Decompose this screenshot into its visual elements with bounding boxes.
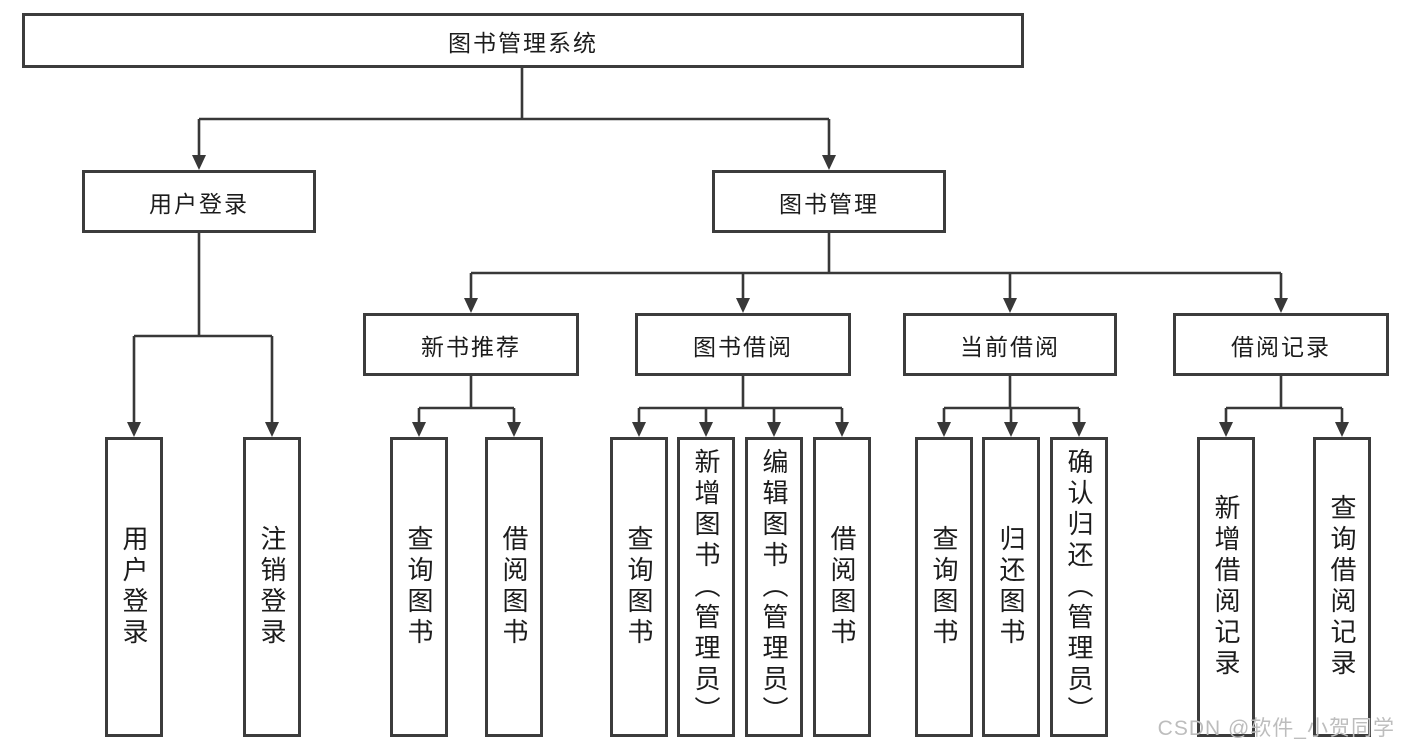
node-root: 图书管理系统 [22,13,1024,68]
node-book-borrow-label: 图书借阅 [693,333,793,360]
watermark: CSDN @软件_小贺同学 [1157,717,1395,740]
node-root-label: 图书管理系统 [448,29,598,56]
leaf-borrow-books: 借阅图书 [813,437,871,737]
leaf-query-books-recommend: 查询图书 [390,437,448,737]
node-new-book-recommend: 新书推荐 [363,313,579,376]
leaf-logout-label: 注销登录 [257,525,287,649]
node-borrow-records: 借阅记录 [1173,313,1389,376]
node-book-management: 图书管理 [712,170,946,233]
arrowheads [127,155,1349,437]
leaf-edit-book-admin: 编辑图书（管理员） [745,437,803,737]
node-new-book-recommend-label: 新书推荐 [421,333,521,360]
node-book-borrow: 图书借阅 [635,313,851,376]
leaf-confirm-return-admin-label: 确认归还（管理员） [1064,447,1094,727]
node-current-borrow: 当前借阅 [903,313,1117,376]
leaf-borrow-books-recommend-label: 借阅图书 [499,525,529,649]
leaf-return-books-label: 归还图书 [996,525,1026,649]
leaf-query-books-recommend-label: 查询图书 [404,525,434,649]
leaf-user-login: 用户登录 [105,437,163,737]
leaf-logout: 注销登录 [243,437,301,737]
node-borrow-records-label: 借阅记录 [1231,333,1331,360]
leaf-user-login-label: 用户登录 [119,525,149,649]
leaf-borrow-books-label: 借阅图书 [827,525,857,649]
leaf-query-borrow-record: 查询借阅记录 [1313,437,1371,737]
node-book-management-label: 图书管理 [779,190,879,217]
leaf-add-borrow-record: 新增借阅记录 [1197,437,1255,737]
node-user-login: 用户登录 [82,170,316,233]
leaf-edit-book-admin-label: 编辑图书（管理员） [759,447,789,727]
leaf-query-books-current: 查询图书 [915,437,973,737]
leaf-confirm-return-admin: 确认归还（管理员） [1050,437,1108,737]
leaf-borrow-books-recommend: 借阅图书 [485,437,543,737]
leaf-query-books-borrow: 查询图书 [610,437,668,737]
node-current-borrow-label: 当前借阅 [960,333,1060,360]
leaf-return-books: 归还图书 [982,437,1040,737]
leaf-query-books-borrow-label: 查询图书 [624,525,654,649]
leaf-query-books-current-label: 查询图书 [929,525,959,649]
node-user-login-label: 用户登录 [149,190,249,217]
leaf-add-borrow-record-label: 新增借阅记录 [1211,494,1241,680]
leaf-add-book-admin: 新增图书（管理员） [677,437,735,737]
leaf-query-borrow-record-label: 查询借阅记录 [1327,494,1357,680]
leaf-add-book-admin-label: 新增图书（管理员） [691,447,721,727]
